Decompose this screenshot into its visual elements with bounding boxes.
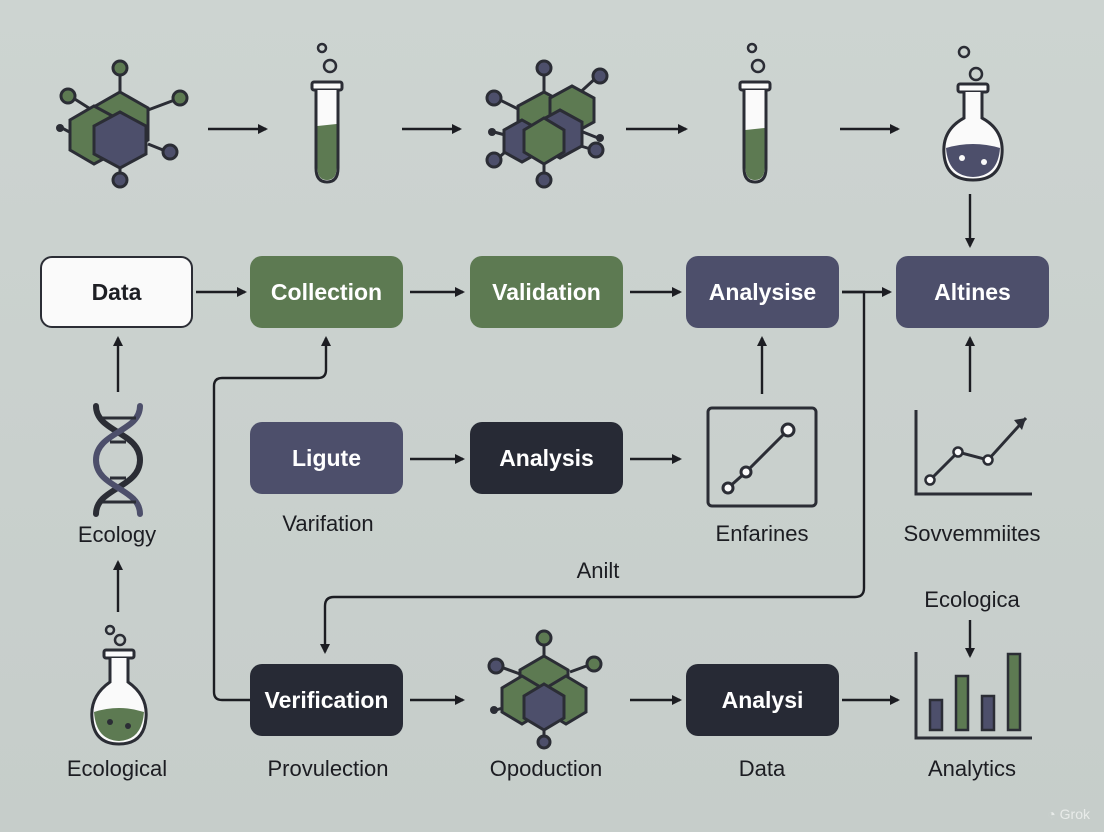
flask-icon: [90, 624, 148, 746]
caption-enfarines: Enfarines: [715, 521, 809, 546]
node-collection: Collection: [250, 256, 403, 328]
caption-anilt: Anilt: [576, 558, 620, 583]
watermark: ◔ Grok: [1047, 806, 1090, 822]
caption-sovvemmiites: Sovvemmiites: [903, 521, 1041, 546]
trend-chart-icon: [914, 410, 1032, 496]
caption-varifation: Varifation: [282, 511, 374, 536]
molecule-icon: [56, 59, 189, 189]
caption-data-bottom: Data: [738, 756, 786, 781]
node-verification: Verification: [250, 664, 403, 736]
molecule-icon: [485, 59, 609, 189]
bar-chart-icon: [914, 652, 1032, 740]
dna-icon: [92, 403, 144, 517]
node-analysi: Analysi: [686, 664, 839, 736]
node-ligute: Ligute: [250, 422, 403, 494]
connector-verification-collection: [212, 336, 331, 702]
flask-icon: [942, 45, 1004, 182]
caption-opoduction: Opoduction: [489, 756, 603, 781]
watermark-icon: ◔: [1047, 806, 1056, 822]
node-analysise: Analysise: [686, 256, 839, 328]
caption-provulection: Provulection: [267, 756, 389, 781]
connector-analysise-verification: [320, 290, 866, 654]
watermark-label: Grok: [1059, 806, 1090, 822]
node-analysis: Analysis: [470, 422, 623, 494]
test-tube-icon: [310, 42, 344, 184]
molecule-icon: [487, 629, 603, 750]
caption-analytics: Analytics: [927, 756, 1017, 781]
test-tube-icon: [738, 42, 772, 184]
node-data: Data: [40, 256, 193, 328]
caption-ecology: Ecology: [77, 522, 157, 547]
node-validation: Validation: [470, 256, 623, 328]
caption-ecologica: Ecologica: [924, 587, 1020, 612]
line-graph-icon: [706, 406, 818, 508]
node-altines: Altines: [896, 256, 1049, 328]
caption-ecological: Ecological: [66, 756, 168, 781]
